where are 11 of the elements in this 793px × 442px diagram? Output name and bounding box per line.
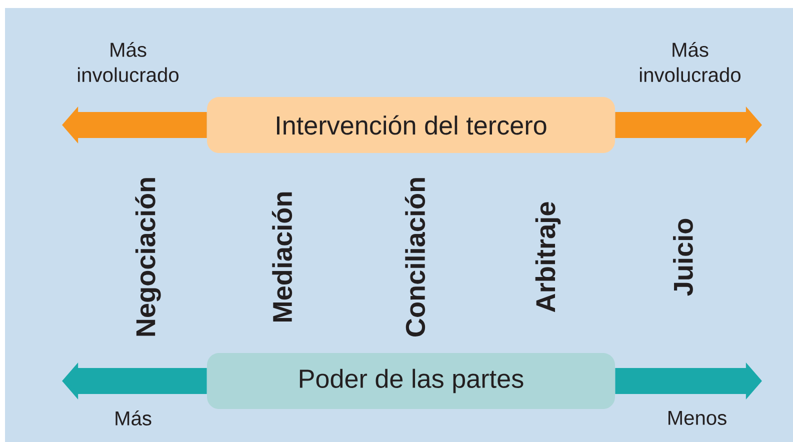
label-box: Intervención del tercero <box>207 97 615 153</box>
label-box: Poder de las partes <box>207 353 615 409</box>
stage-label: Conciliación <box>404 178 426 336</box>
end-label: Más involucrado <box>640 42 740 82</box>
end-label: Más <box>116 410 152 426</box>
stage-label: Negociación <box>135 178 161 336</box>
stage-label: Mediación <box>272 192 292 322</box>
stage-label: Juicio <box>673 218 693 296</box>
stage-label: Arbitraje <box>535 202 561 312</box>
end-label: Más involucrado <box>78 42 178 82</box>
end-label: Menos <box>668 411 726 425</box>
